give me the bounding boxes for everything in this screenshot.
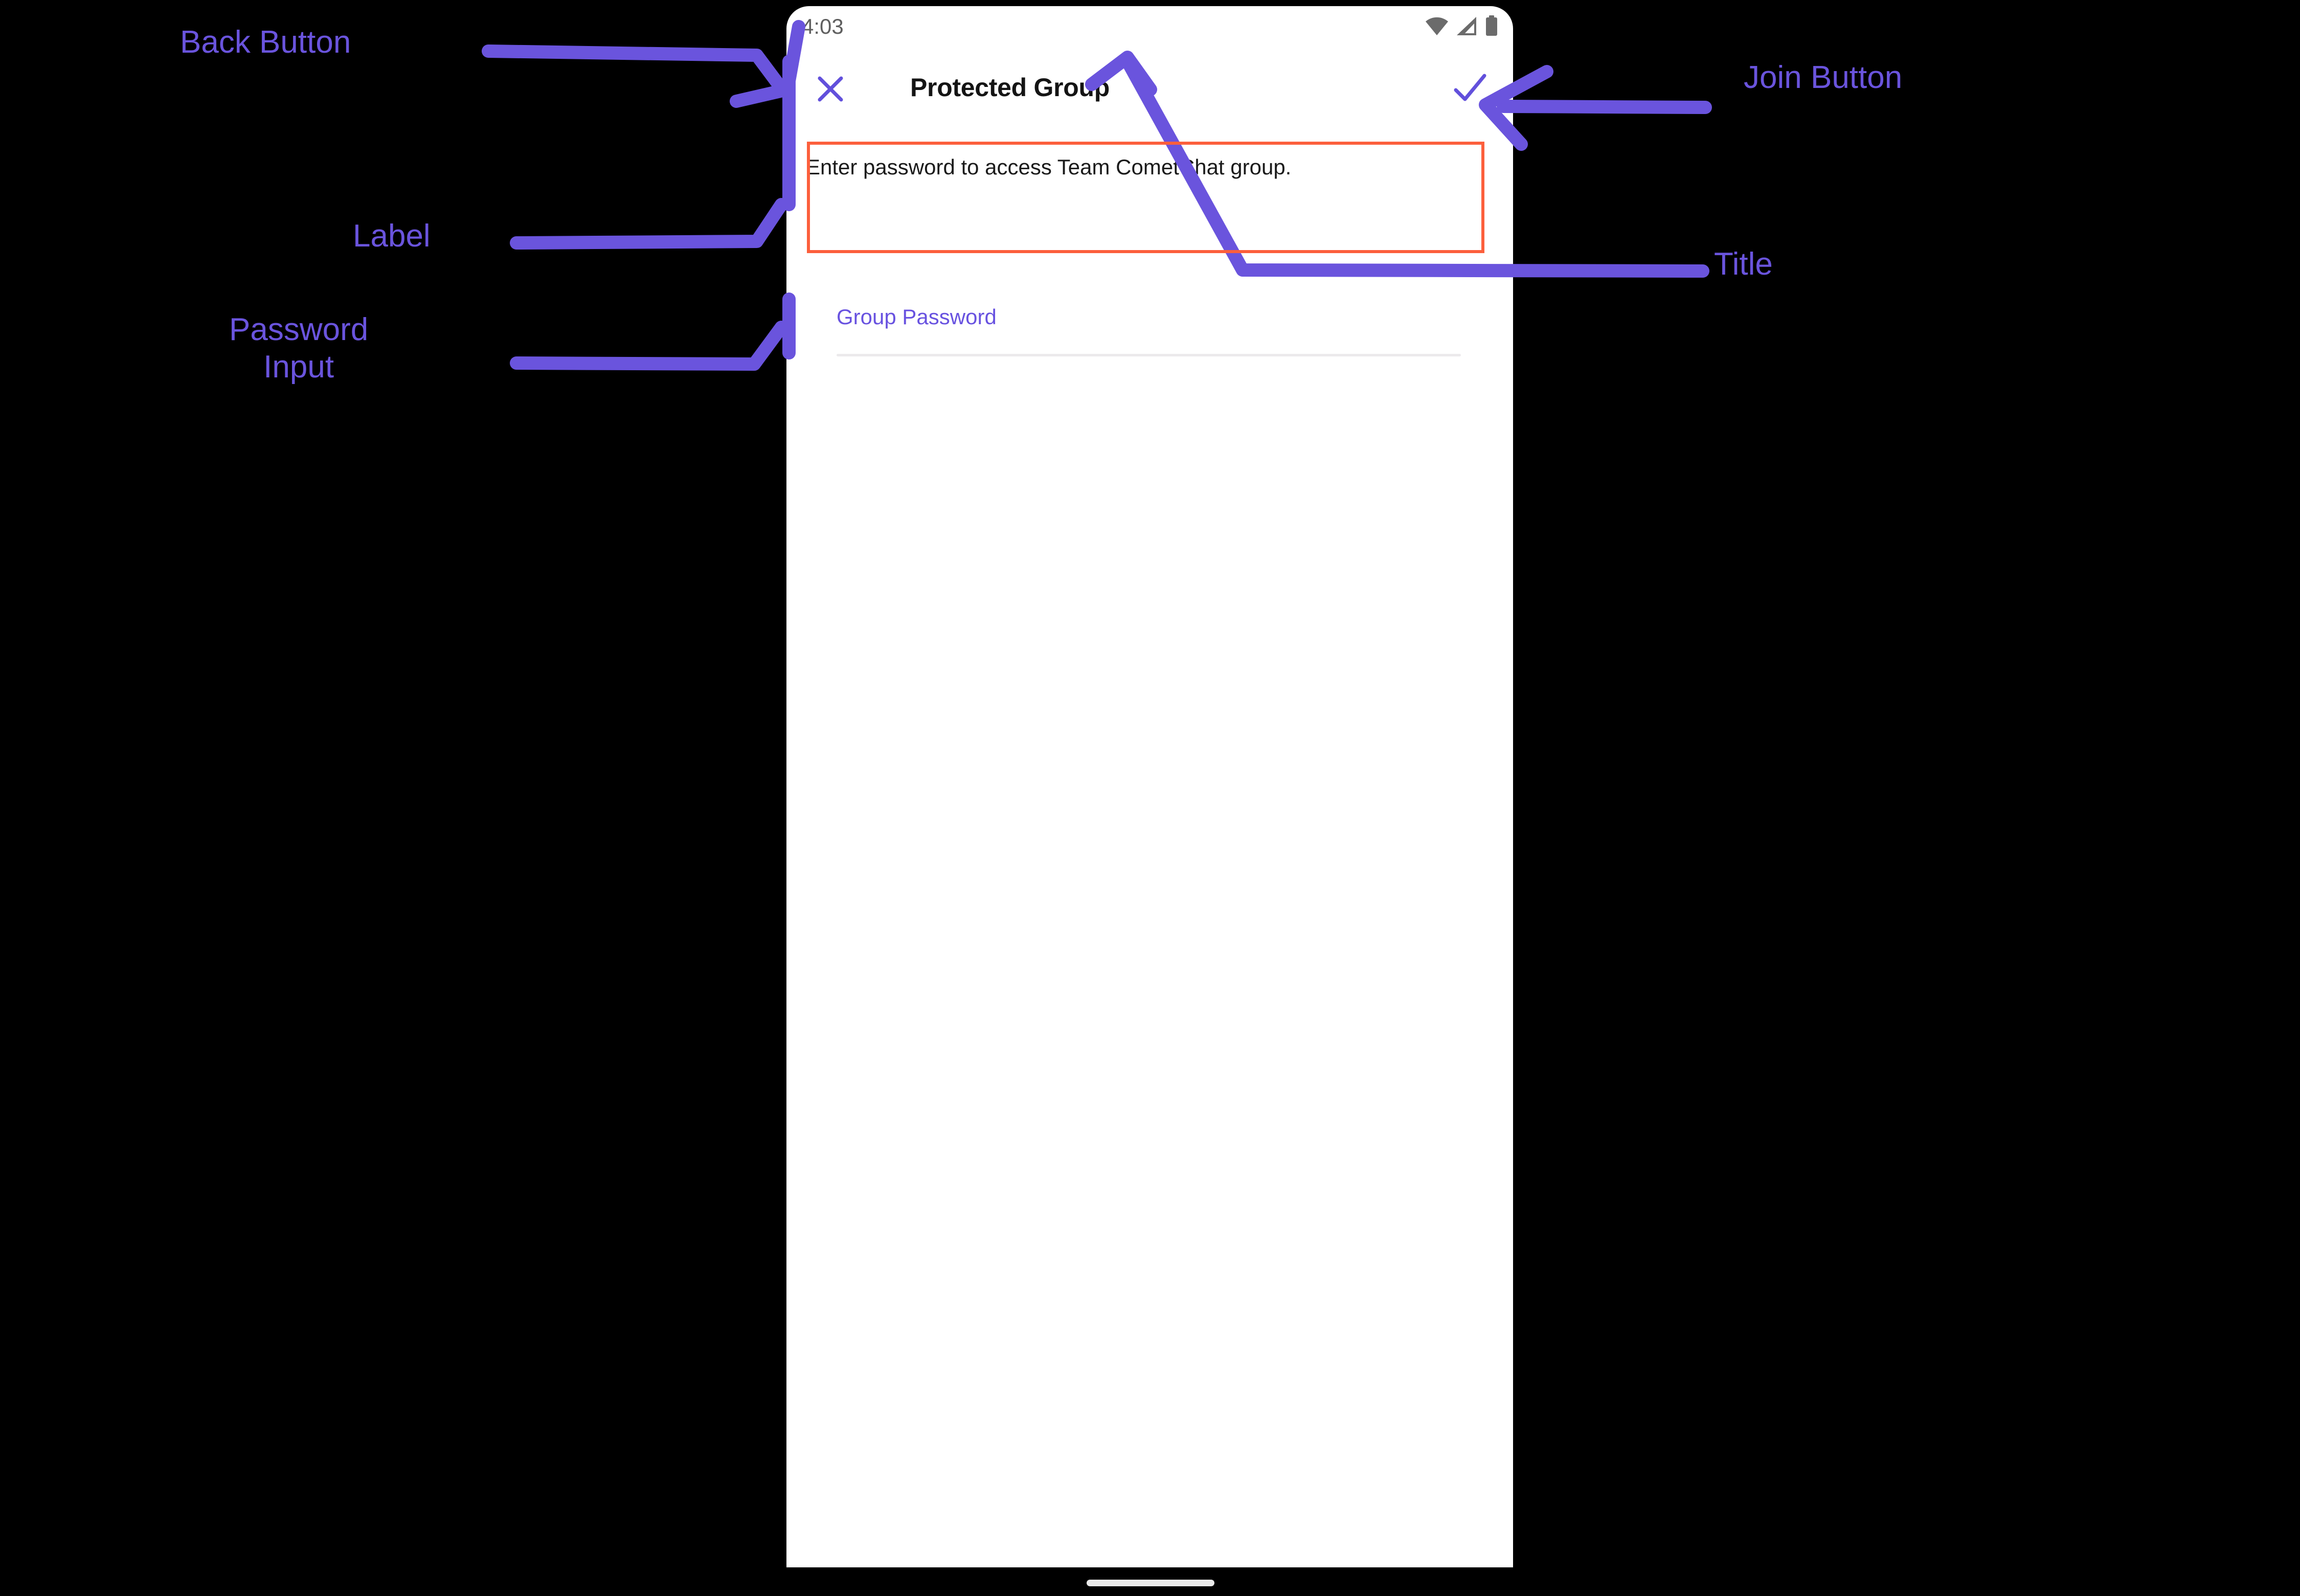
password-description: Enter password to access Team CometChat … xyxy=(806,155,1292,179)
battery-icon xyxy=(1484,15,1499,37)
wifi-icon xyxy=(1425,17,1449,35)
annotation-label-join-button: Join Button xyxy=(1744,60,1903,95)
annotation-label-label: Label xyxy=(353,218,431,254)
annotation-arrow-back-button xyxy=(482,20,805,108)
annotation-arrow-password-input xyxy=(510,293,796,371)
back-button[interactable] xyxy=(811,71,850,109)
group-password-label: Group Password xyxy=(837,305,997,329)
home-indicator[interactable] xyxy=(1087,1580,1214,1586)
group-password-input[interactable] xyxy=(837,329,1461,356)
content-area: Enter password to access Team CometChat … xyxy=(786,135,1513,1567)
phone-screen: 4:03 xyxy=(786,6,1513,1567)
page-title: Protected Group xyxy=(910,73,1110,102)
check-icon xyxy=(1452,72,1489,107)
annotation-arrow-label xyxy=(510,55,796,250)
close-icon xyxy=(816,75,845,106)
annotation-label-password-input: Password Input xyxy=(229,312,369,385)
join-button[interactable] xyxy=(1450,69,1491,109)
cellular-signal-icon xyxy=(1456,16,1477,36)
status-bar-clock: 4:03 xyxy=(802,14,844,38)
annotation-label-title: Title xyxy=(1714,246,1773,282)
group-password-underline xyxy=(837,354,1461,356)
annotation-arrow-join-button xyxy=(1479,65,1712,151)
app-bar: Protected Group xyxy=(786,53,1513,135)
annotation-label-back-button: Back Button xyxy=(180,25,351,60)
status-bar: 4:03 xyxy=(786,6,1513,53)
status-bar-icons xyxy=(1425,15,1499,37)
